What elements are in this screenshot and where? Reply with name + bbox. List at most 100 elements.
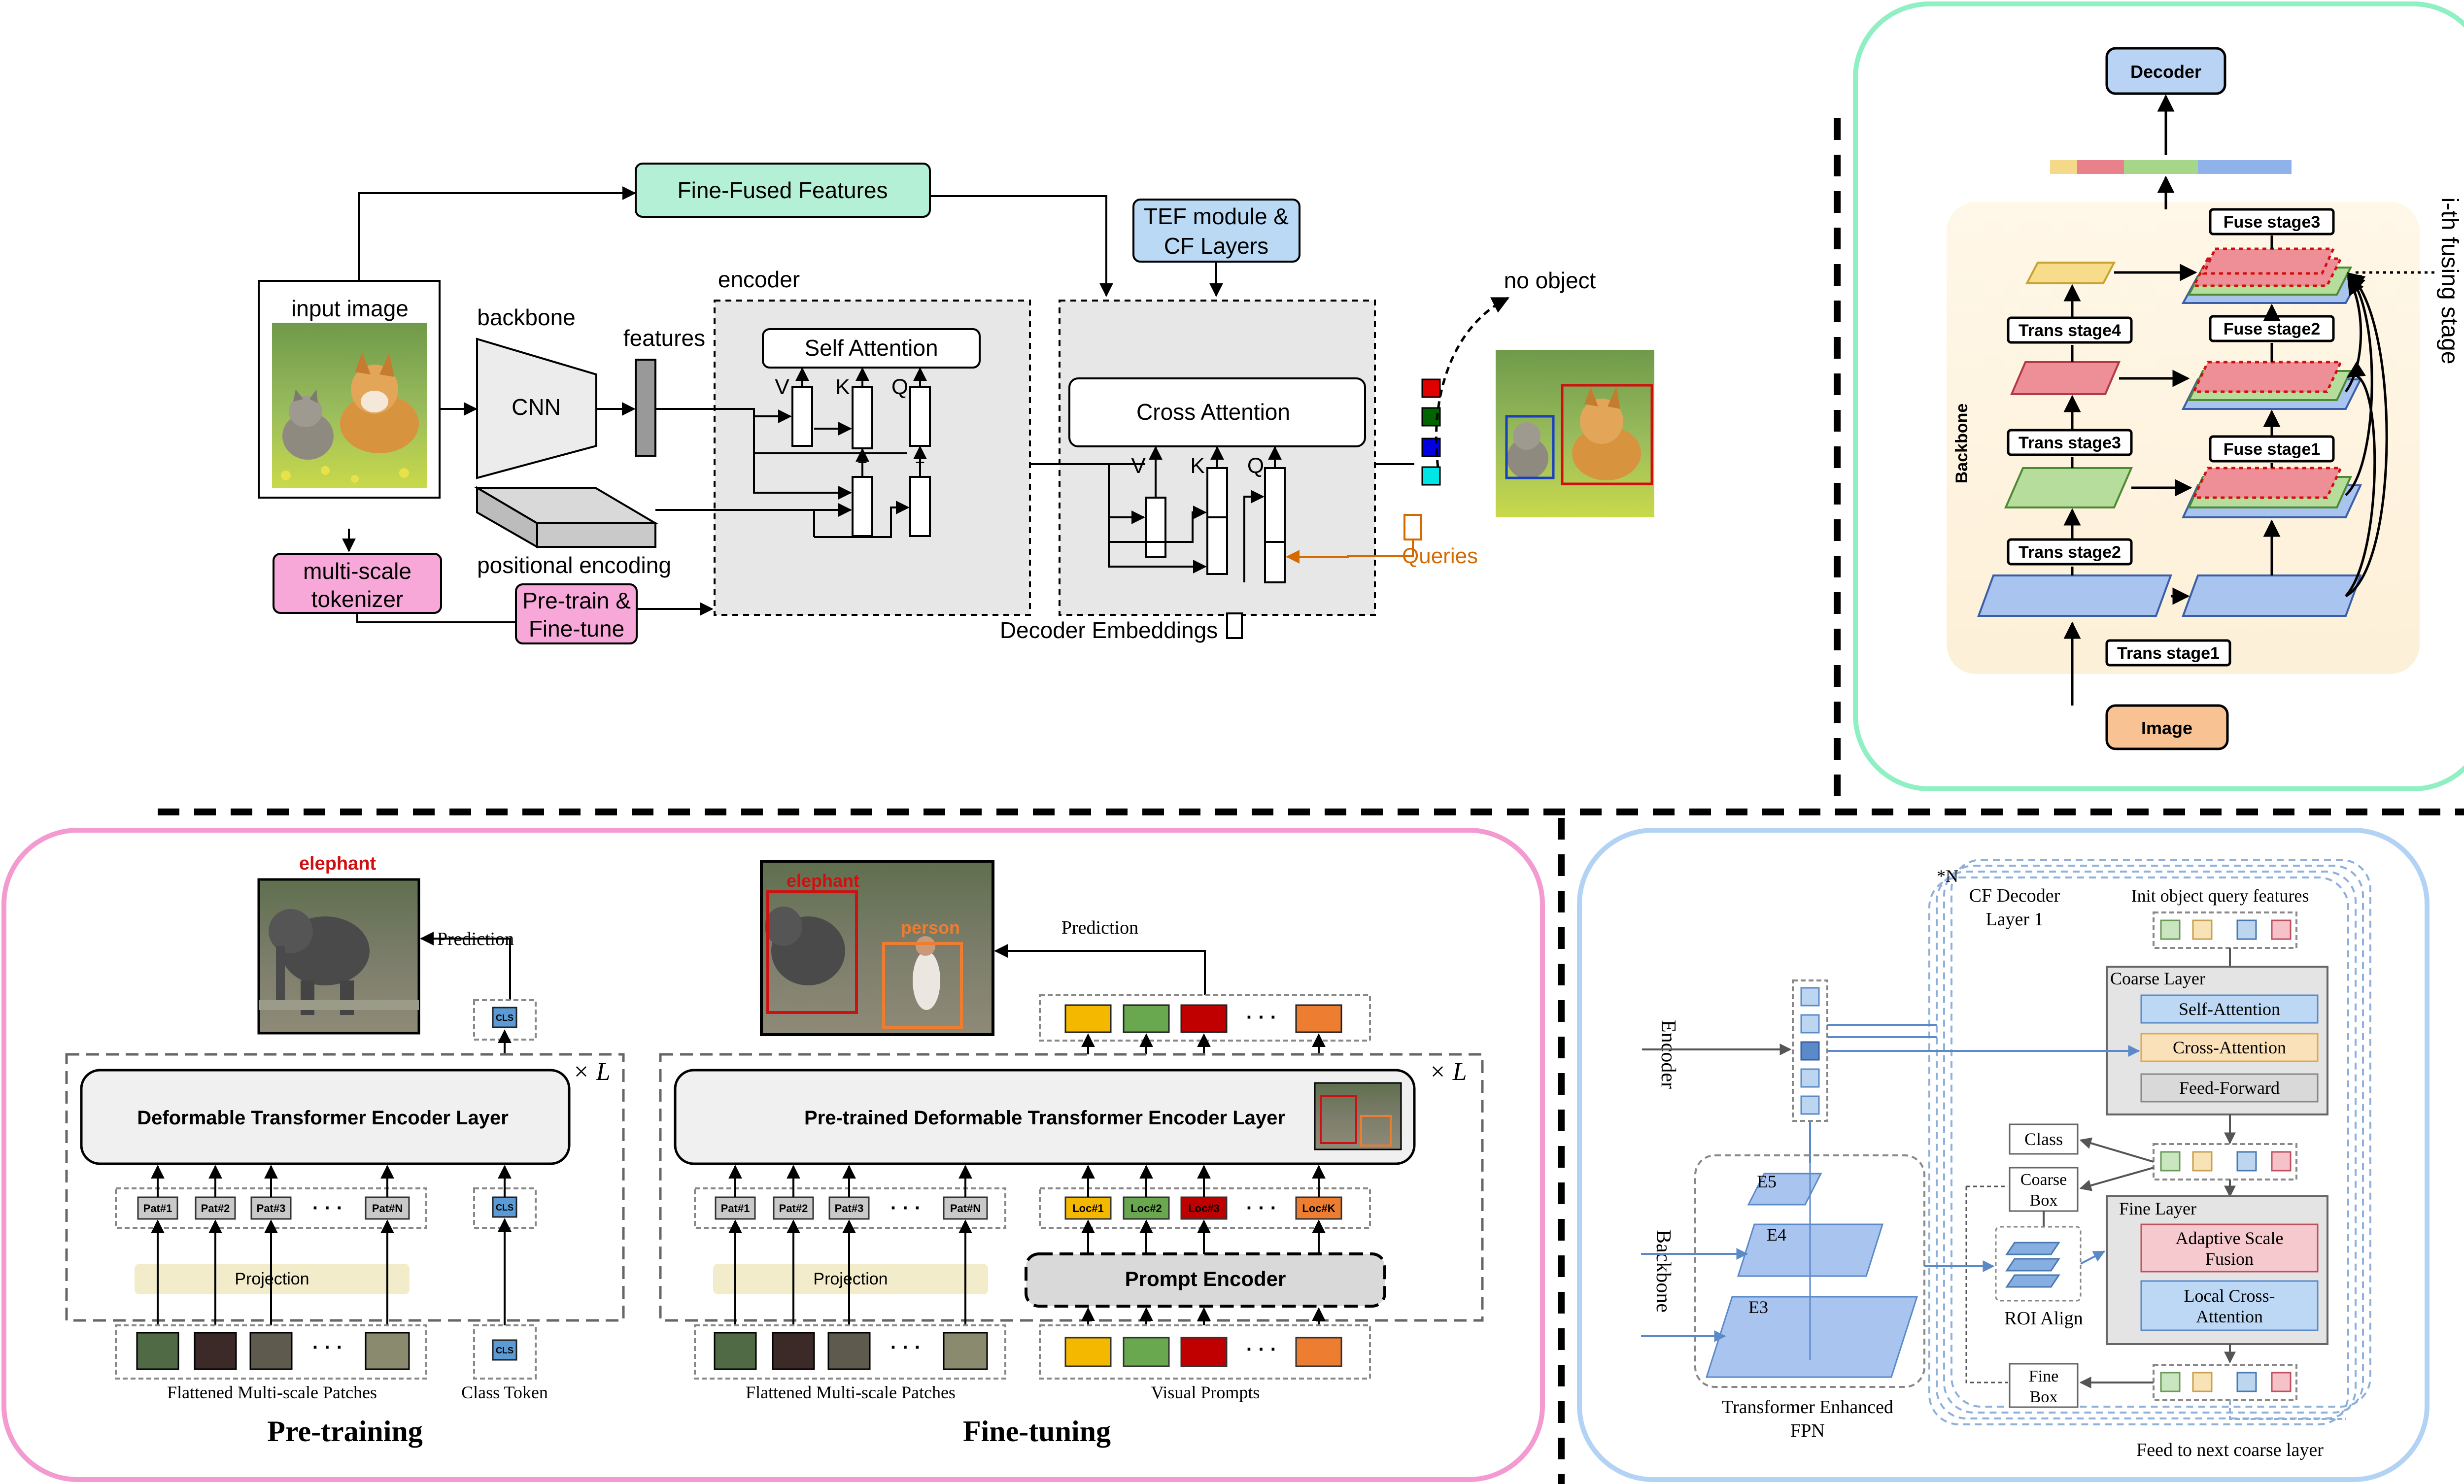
- decoder-embeddings-label: Decoder Embeddings: [1000, 617, 1218, 643]
- e3-label: E3: [1748, 1297, 1768, 1317]
- pre-training-title: Pre-training: [267, 1415, 423, 1448]
- finetune-pat-dots: · · ·: [890, 1197, 921, 1219]
- trans-stage2-label: Trans stage2: [2019, 543, 2121, 562]
- pretrain-elephant-photo: [257, 878, 420, 1035]
- coarse-feed-forward: [2140, 1073, 2319, 1103]
- fine-box-line2: Box: [2030, 1388, 2058, 1406]
- no-object-arrow: [1435, 297, 1510, 468]
- finetune-projection-label: Projection: [813, 1270, 888, 1288]
- pretrain-finetune-line2: Fine-tune: [529, 616, 624, 641]
- finetune-patn: Pat#N: [950, 1202, 981, 1214]
- input-image-photo: [272, 323, 427, 488]
- encoder-vertical-label: Encoder: [1657, 1020, 1679, 1089]
- det-elephant-label: elephant: [787, 871, 859, 891]
- trans-stage1-node: [2105, 639, 2231, 667]
- det-person-label: person: [901, 917, 960, 938]
- image-node: [2105, 704, 2229, 750]
- feed-next-label: Feed to next coarse layer: [2136, 1440, 2324, 1460]
- cf-decoder-layer-box: [1928, 877, 2349, 1425]
- coarse-feed-forward-label: Feed-Forward: [2179, 1078, 2280, 1098]
- fpn-line1: Transformer Enhanced: [1722, 1397, 1893, 1417]
- e3-plane: [1705, 1296, 1918, 1378]
- visual-prompts-label: Visual Prompts: [1151, 1383, 1260, 1402]
- finetune-pat1: Pat#1: [721, 1202, 750, 1214]
- class-label: Class: [2024, 1129, 2063, 1149]
- coarse-layer-label: Coarse Layer: [2110, 969, 2205, 988]
- multiscale-tokenizer-line2: tokenizer: [311, 586, 404, 612]
- pretrain-finetune-box: [515, 583, 638, 644]
- trans-stage3-feature: [2010, 361, 2121, 395]
- finetune-flattened-label: Flattened Multi-scale Patches: [746, 1383, 956, 1402]
- init-query-label: Init object query features: [2131, 886, 2309, 906]
- pretrain-elephant-label: elephant: [299, 853, 376, 874]
- encoder-label: encoder: [718, 267, 800, 292]
- positional-encoding-label: positional encoding: [477, 552, 671, 578]
- section-dividers: [158, 118, 2464, 1484]
- fine-box-node: [2009, 1363, 2079, 1408]
- fusing-stages-panel: Decoder Fuse stage3 Fuse stage2 Fuse sta…: [1853, 1, 2464, 791]
- pretrain-times-l: × L: [572, 1058, 610, 1086]
- fuse-stage3-label: Fuse stage3: [2224, 213, 2321, 232]
- coarse-cross-attention-label: Cross-Attention: [2173, 1038, 2286, 1057]
- finetune-top-dots: · · ·: [1246, 1007, 1277, 1028]
- encoder-self-attention-box: [762, 328, 981, 369]
- encoder-q-label: Q: [891, 375, 908, 399]
- encoder-self-attention-label: Self Attention: [804, 335, 938, 361]
- pretrain-finetune-line1: Pre-train &: [522, 588, 631, 613]
- e4-label: E4: [1767, 1225, 1786, 1245]
- decoder-v-label: V: [1131, 454, 1146, 478]
- adaptive-scale-fusion: [2140, 1223, 2319, 1273]
- coarse-box-line1: Coarse: [2020, 1171, 2067, 1189]
- trans-stage4-node: [2007, 316, 2133, 344]
- finetune-repeat-box: [659, 1053, 1484, 1322]
- no-object-label: no object: [1504, 268, 1596, 293]
- ith-fusing-stage-label: i-th fusing stage: [2436, 198, 2463, 365]
- pretrain-pat1: Pat#1: [143, 1202, 172, 1214]
- decoder-cross-attention-label: Cross Attention: [1136, 399, 1290, 425]
- prompt-encoder-label: Prompt Encoder: [1125, 1267, 1286, 1290]
- fpn-line2: FPN: [1790, 1420, 1825, 1441]
- pretrain-pat2: Pat#2: [201, 1202, 230, 1214]
- decoder-node: [2105, 47, 2226, 95]
- finetune-pat3: Pat#3: [835, 1202, 864, 1214]
- pretrain-repeat-box: [65, 1053, 625, 1322]
- deformable-encoder-layer-label: Deformable Transformer Encoder Layer: [137, 1107, 509, 1129]
- cf-panel-frame: [1577, 828, 2430, 1482]
- adaptive-line1: Adaptive Scale: [2176, 1228, 2284, 1248]
- multiscale-tokenizer-line1: multi-scale: [303, 558, 411, 584]
- finetune-times-l: × L: [1429, 1058, 1467, 1086]
- prompt-encoder-box: [1025, 1252, 1386, 1308]
- pretrain-pat3: Pat#3: [257, 1202, 286, 1214]
- cnn-trapezoid: [476, 337, 597, 479]
- pretrain-prediction-label: Prediction: [437, 929, 514, 949]
- finetune-prediction-label: Prediction: [1061, 917, 1138, 938]
- features-label: features: [623, 325, 705, 351]
- queries-label: Queries: [1402, 544, 1478, 568]
- input-to-fine-fused-arrow: [358, 186, 636, 281]
- features-bar: [635, 359, 656, 457]
- pretrain-class-token-label: Class Token: [461, 1383, 548, 1402]
- pretrain-patch-dots: · · ·: [312, 1337, 343, 1358]
- query-square-red: [1421, 378, 1441, 398]
- decoder-k-label: K: [1190, 454, 1204, 478]
- query-square-cyan: [1421, 466, 1441, 486]
- deformable-encoder-layer: [80, 1069, 571, 1165]
- pretrain-cls-top: CLS: [496, 1013, 513, 1023]
- fuse-stage3-node: [2209, 208, 2335, 236]
- finetune-projection-box: [713, 1264, 988, 1294]
- encoder-v-label: V: [775, 375, 789, 399]
- fine-tuning-title: Fine-tuning: [963, 1415, 1111, 1448]
- cf-decoder-line1: CF Decoder: [1969, 885, 2060, 906]
- lock: Loc#K: [1302, 1202, 1335, 1214]
- fpn-box: [1694, 1154, 1925, 1388]
- loc-dots: · · ·: [1246, 1197, 1277, 1219]
- backbone-vertical-label-br: Backbone: [1652, 1230, 1675, 1313]
- roi-align-label: ROI Align: [2004, 1308, 2083, 1329]
- coarse-self-attention: [2140, 994, 2319, 1024]
- finetune-pat2: Pat#2: [779, 1202, 808, 1214]
- class-box: [2009, 1123, 2079, 1155]
- fine-box-line1: Fine: [2029, 1367, 2058, 1385]
- trans-stage1-label: Trans stage1: [2117, 644, 2220, 663]
- encoder-layer-thumbnail: [1314, 1082, 1402, 1150]
